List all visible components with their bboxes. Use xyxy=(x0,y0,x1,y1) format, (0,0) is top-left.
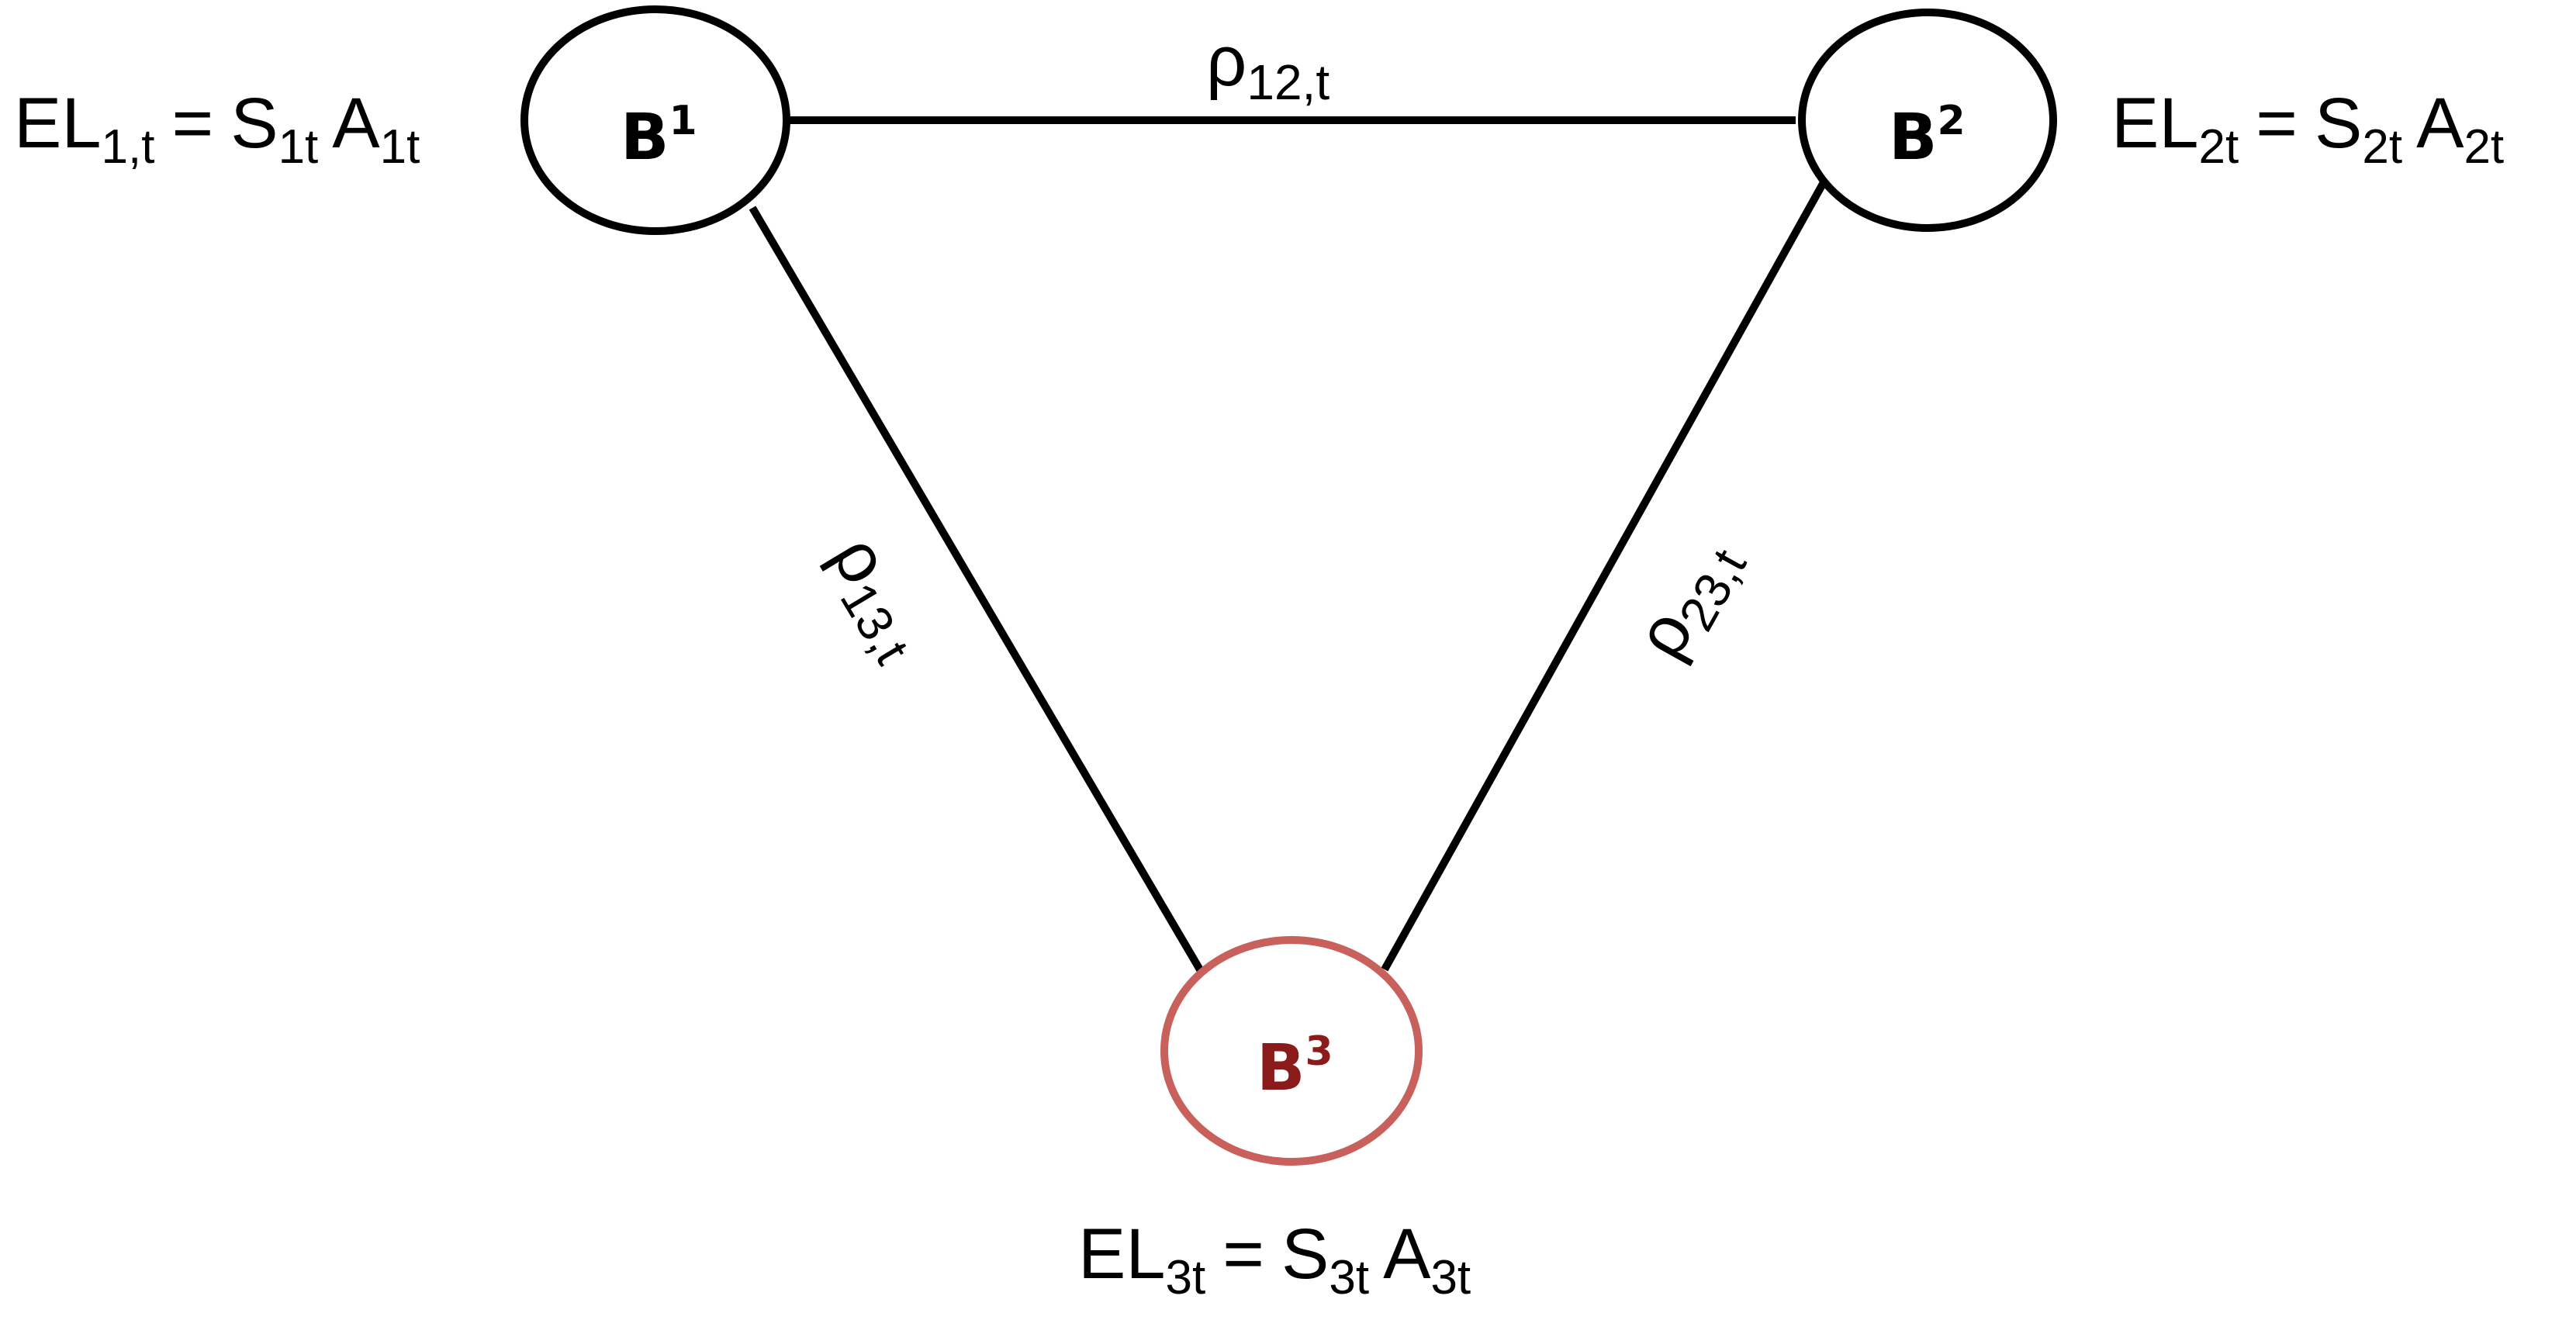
node-b1-superscript: 1 xyxy=(669,98,697,144)
edge-label-12-rho: ρ xyxy=(1206,22,1247,101)
formula-b3-eq: = xyxy=(1222,1215,1264,1294)
formula-b2-a-sub: 2t xyxy=(2464,120,2504,174)
formula-b1-s: S xyxy=(230,84,278,163)
edge-b1-b3 xyxy=(749,206,1205,973)
formula-b1-lhs: EL xyxy=(14,84,102,163)
node-b2-superscript: 2 xyxy=(1938,98,1966,144)
node-b2-label: B2 xyxy=(1889,98,1966,175)
node-b2-circle xyxy=(1798,9,2057,232)
node-b3-label: B3 xyxy=(1257,1028,1333,1105)
edge-label-23: ρ23,t xyxy=(1620,524,1757,676)
formula-b2-s: S xyxy=(2315,84,2362,163)
formula-b2-eq: = xyxy=(2256,84,2298,163)
formula-b1-s-sub: 1t xyxy=(278,120,319,174)
node-b1-base: B xyxy=(621,101,669,175)
formula-b2-s-sub: 2t xyxy=(2362,120,2402,174)
node-b3-superscript: 3 xyxy=(1305,1028,1333,1075)
formula-b1-eq: = xyxy=(171,84,213,163)
formula-b1-a-sub: 1t xyxy=(380,120,420,174)
formula-b1-lhs-sub: 1,t xyxy=(102,120,155,174)
formula-b2-a: A xyxy=(2416,84,2464,163)
node-b2-base: B xyxy=(1889,101,1938,175)
formula-b3-lhs: EL xyxy=(1078,1215,1166,1294)
formula-b3-s-sub: 3t xyxy=(1329,1251,1369,1304)
node-b1-circle xyxy=(520,5,790,235)
edge-b2-b3 xyxy=(1381,161,1838,972)
edge-label-13: ρ13,t xyxy=(809,522,949,673)
edge-label-12: ρ12,t xyxy=(1206,22,1329,110)
node-b1-label: B1 xyxy=(621,98,697,175)
formula-b3-s: S xyxy=(1281,1215,1329,1294)
formula-b3-lhs-sub: 3t xyxy=(1166,1251,1206,1304)
node-b3-circle xyxy=(1160,936,1423,1166)
node-b3-base: B xyxy=(1257,1031,1305,1105)
formula-b2-lhs: EL xyxy=(2111,84,2199,163)
formula-b3-a: A xyxy=(1383,1215,1431,1294)
edge-label-12-subscript: 12,t xyxy=(1247,54,1329,110)
formula-b3-a-sub: 3t xyxy=(1430,1251,1471,1304)
formula-b1-a: A xyxy=(332,84,380,163)
formula-b2-lhs-sub: 2t xyxy=(2199,120,2239,174)
